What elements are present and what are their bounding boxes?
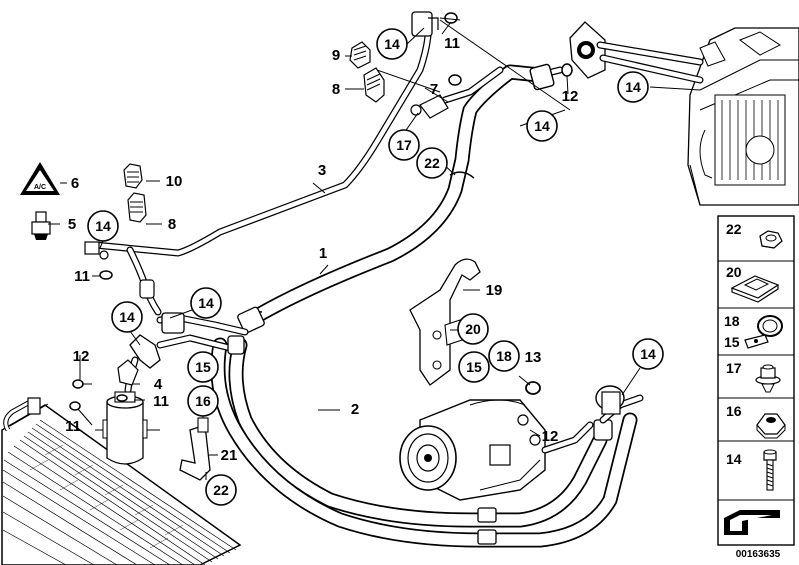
label-11-drier-right: 11 bbox=[153, 393, 169, 410]
svg-text:14: 14 bbox=[198, 295, 214, 311]
label-11-top: 11 bbox=[444, 35, 460, 52]
evaporator-housing bbox=[687, 27, 799, 206]
label-13: 13 bbox=[525, 349, 542, 366]
spring-clip-icon bbox=[730, 275, 780, 303]
svg-text:16: 16 bbox=[195, 393, 211, 409]
svg-text:14: 14 bbox=[384, 36, 400, 52]
svg-text:18: 18 bbox=[724, 313, 740, 329]
condenser bbox=[1, 397, 242, 565]
label-8-left: 8 bbox=[168, 216, 176, 233]
service-caps-left bbox=[123, 163, 147, 223]
label-12-top: 12 bbox=[562, 88, 579, 105]
callout-14-top[interactable]: 14 bbox=[376, 28, 408, 60]
figure-id: 00163635 bbox=[736, 549, 781, 560]
callout-15-bracket[interactable]: 15 bbox=[187, 351, 219, 383]
label-2: 2 bbox=[351, 401, 359, 418]
label-12-drier: 12 bbox=[73, 348, 90, 365]
receiver-drier bbox=[69, 334, 161, 465]
bracket-21 bbox=[179, 417, 211, 481]
muffler bbox=[595, 385, 625, 415]
callout-14-left[interactable]: 14 bbox=[87, 210, 119, 242]
svg-text:17: 17 bbox=[726, 360, 742, 376]
top-fittings bbox=[410, 11, 573, 119]
svg-text:A/C: A/C bbox=[34, 184, 46, 191]
svg-text:17: 17 bbox=[396, 137, 412, 153]
callout-20[interactable]: 20 bbox=[457, 313, 489, 345]
bolt-icon bbox=[763, 449, 777, 491]
callout-16[interactable]: 16 bbox=[187, 385, 219, 417]
line-fittings-left bbox=[84, 241, 155, 299]
legend-row-18[interactable]: 18 15 bbox=[724, 313, 783, 350]
legend-row-20[interactable]: 20 bbox=[726, 264, 780, 303]
hose-clamp-icon bbox=[744, 315, 783, 349]
svg-text:22: 22 bbox=[424, 155, 440, 171]
svg-text:22: 22 bbox=[726, 221, 742, 237]
warning-label-triangle: A/C bbox=[20, 162, 60, 195]
svg-text:15: 15 bbox=[466, 359, 482, 375]
callouts: 14 11 9 8 7 12 14 14 17 22 3 6 10 5 8 14 bbox=[65, 28, 664, 506]
svg-text:15: 15 bbox=[724, 334, 740, 350]
pipe-3 bbox=[91, 18, 432, 316]
callout-14-compressor[interactable]: 14 bbox=[632, 338, 664, 370]
callout-14-drier[interactable]: 14 bbox=[111, 301, 143, 333]
svg-text:14: 14 bbox=[625, 79, 641, 95]
callout-14-hose1[interactable]: 14 bbox=[526, 110, 558, 142]
svg-text:14: 14 bbox=[95, 218, 111, 234]
svg-text:20: 20 bbox=[726, 264, 742, 280]
label-19: 19 bbox=[486, 282, 503, 299]
ac-compressor bbox=[399, 399, 594, 501]
rubber-grommet-icon bbox=[755, 364, 781, 393]
parts-legend: 22 20 18 15 17 bbox=[717, 215, 795, 546]
svg-text:14: 14 bbox=[534, 118, 550, 134]
service-caps-top bbox=[349, 41, 385, 103]
label-11-left: 11 bbox=[74, 268, 90, 285]
svg-text:18: 18 bbox=[496, 348, 512, 364]
callout-14-mid[interactable]: 14 bbox=[190, 287, 222, 319]
nut-icon bbox=[759, 230, 783, 249]
label-12-compressor: 12 bbox=[542, 428, 559, 445]
callout-22-bottom[interactable]: 22 bbox=[205, 474, 237, 506]
legend-row-16[interactable]: 16 bbox=[726, 403, 786, 439]
legend-row-22[interactable]: 22 bbox=[726, 221, 783, 249]
hose-1 bbox=[237, 63, 564, 334]
expansion-valve bbox=[569, 21, 704, 84]
legend-row-14[interactable]: 14 bbox=[726, 449, 777, 491]
callout-22-top[interactable]: 22 bbox=[416, 147, 448, 179]
label-3: 3 bbox=[318, 162, 326, 179]
svg-text:15: 15 bbox=[195, 359, 211, 375]
svg-text:14: 14 bbox=[119, 309, 135, 325]
label-1: 1 bbox=[319, 245, 327, 262]
vehicle-direction-arrow-icon bbox=[724, 510, 780, 535]
callout-15[interactable]: 15 bbox=[458, 351, 490, 383]
pressure-switch bbox=[31, 211, 51, 240]
label-7: 7 bbox=[430, 81, 438, 98]
label-9: 9 bbox=[332, 47, 340, 64]
callout-18[interactable]: 18 bbox=[488, 340, 520, 372]
svg-text:14: 14 bbox=[640, 346, 656, 362]
label-21: 21 bbox=[221, 447, 238, 464]
svg-text:20: 20 bbox=[465, 321, 481, 337]
callout-14-right[interactable]: 14 bbox=[617, 71, 649, 103]
label-6: 6 bbox=[71, 175, 79, 192]
label-4: 4 bbox=[154, 376, 163, 393]
svg-text:22: 22 bbox=[213, 482, 229, 498]
callout-17[interactable]: 17 bbox=[388, 129, 420, 161]
label-8-top: 8 bbox=[332, 81, 340, 98]
label-5: 5 bbox=[68, 216, 76, 233]
collar-nut-icon bbox=[756, 413, 786, 439]
hose-2 bbox=[156, 312, 644, 548]
svg-text:14: 14 bbox=[726, 451, 742, 467]
label-11-drier-left: 11 bbox=[65, 418, 81, 435]
legend-row-17[interactable]: 17 bbox=[726, 360, 781, 393]
label-10: 10 bbox=[166, 173, 183, 190]
svg-text:16: 16 bbox=[726, 403, 742, 419]
